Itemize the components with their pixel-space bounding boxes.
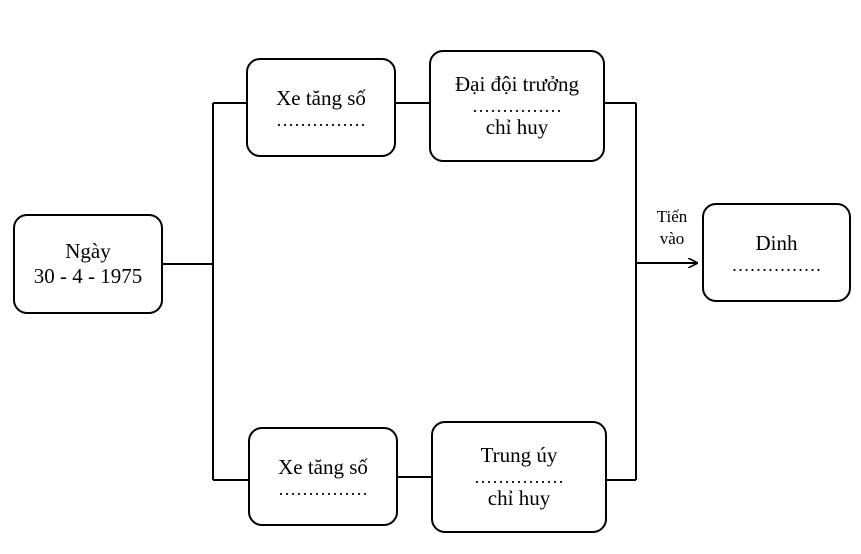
destination-blank: …………… [731, 255, 822, 275]
arrow-label-line2: vào [659, 229, 685, 248]
top-tank-title: Xe tăng số [276, 86, 366, 110]
bottom-tank-blank: …………… [278, 479, 368, 499]
bottom-officer-blank: …………… [474, 467, 564, 487]
start-date: 30 - 4 - 1975 [33, 264, 143, 288]
arrow-label-line1: Tiến [656, 207, 688, 226]
top-officer-blank: …………… [472, 96, 562, 116]
top-officer-box: Đại đội trưởng …………… chỉ huy [429, 50, 605, 162]
destination-box: Dinh …………… [702, 203, 851, 302]
bottom-tank-title: Xe tăng số [278, 455, 368, 479]
bottom-tank-box: Xe tăng số …………… [248, 427, 398, 526]
top-officer-suffix: chỉ huy [485, 115, 549, 139]
bottom-officer-box: Trung úy …………… chỉ huy [431, 421, 607, 533]
destination-title: Dinh [755, 231, 798, 255]
bottom-officer-title: Trung úy [480, 443, 558, 467]
top-tank-box: Xe tăng số …………… [246, 58, 396, 157]
top-officer-title: Đại đội trưởng [455, 72, 579, 96]
start-date-box: Ngày 30 - 4 - 1975 [13, 214, 163, 314]
bottom-officer-suffix: chỉ huy [487, 486, 551, 510]
top-tank-blank: …………… [276, 110, 366, 130]
arrow-label: Tiến vào [648, 206, 696, 250]
start-label: Ngày [65, 239, 111, 263]
